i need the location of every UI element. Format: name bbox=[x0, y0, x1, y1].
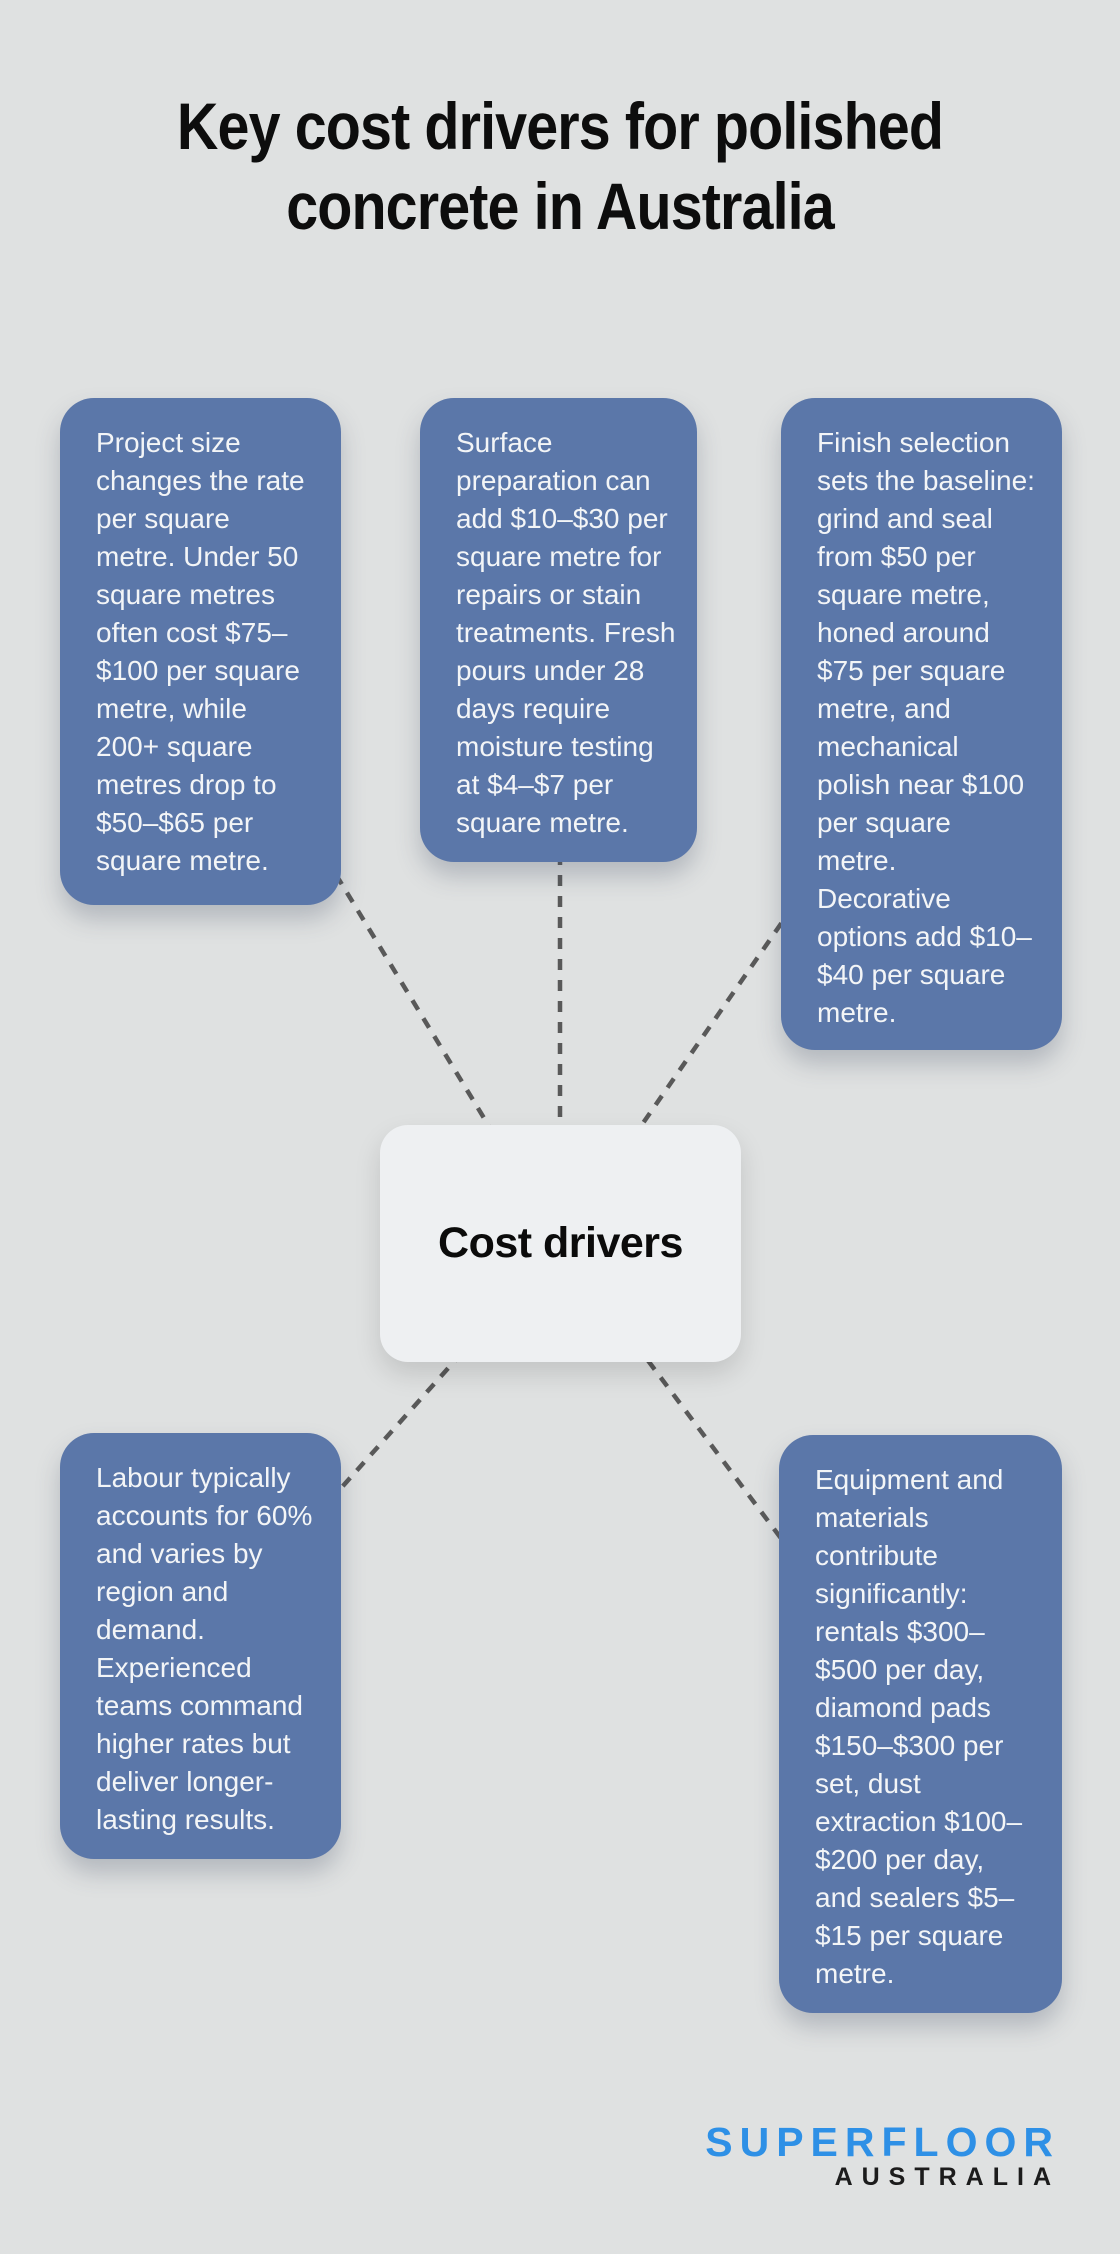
node-labour: Labour typically accounts for 60% and va… bbox=[60, 1433, 341, 1859]
node-finish-selection: Finish selection sets the baseline: grin… bbox=[781, 398, 1062, 1050]
logo-brand-text: SUPERFLOOR bbox=[705, 2119, 1060, 2165]
center-node: Cost drivers bbox=[380, 1125, 741, 1362]
superfloor-logo: SUPERFLOOR AUSTRALIA bbox=[705, 2119, 1060, 2192]
node-equipment-materials: Equipment and materials contribute signi… bbox=[779, 1435, 1062, 2013]
center-node-label: Cost drivers bbox=[438, 1219, 683, 1267]
node-surface-preparation: Surface preparation can add $10–$30 per … bbox=[420, 398, 697, 862]
page-title: Key cost drivers for polished concrete i… bbox=[176, 89, 944, 243]
logo-region-text: AUSTRALIA bbox=[834, 2163, 1060, 2191]
node-project-size: Project size changes the rate per square… bbox=[60, 398, 341, 905]
connector-line-equipment-materials bbox=[558, 1241, 922, 1726]
